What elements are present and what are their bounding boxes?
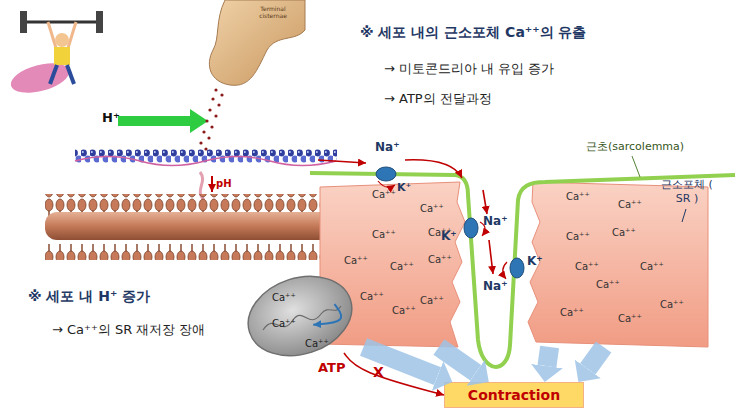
calcium-ion: Ca⁺⁺ (618, 199, 642, 211)
calcium-ion: Ca⁺⁺ (420, 295, 444, 307)
thin-filament (75, 149, 337, 173)
calcium-ion: Ca⁺⁺ (272, 292, 296, 304)
ion-label: Na⁺ (483, 279, 507, 294)
weightlifter-icon (8, 11, 103, 98)
calcium-flow-arrow (439, 347, 476, 373)
atp-supply-arrow (344, 353, 444, 395)
ion-label: K⁺ (397, 181, 411, 195)
leader-line (682, 209, 686, 222)
calcium-flow-arrow (547, 347, 550, 366)
mitochondrion-membrane (238, 263, 362, 368)
calcium-ion: Ca⁺⁺ (660, 299, 684, 311)
calcium-flow-arrow (364, 347, 438, 376)
ion-label: K⁺ (527, 254, 543, 269)
block-mark: X (373, 364, 384, 382)
terminal-cisternae-outline (205, 0, 305, 90)
ph-drop-arrow (211, 176, 213, 192)
calcium-ion: Ca⁺⁺ (428, 227, 452, 239)
leader-line (632, 156, 640, 177)
ion-label: Na⁺ (483, 214, 507, 229)
calcium-ion: Ca⁺⁺ (392, 305, 416, 317)
note-text: → 미토콘드리아 내 유입 증가 (384, 61, 554, 77)
sarcoplasmic-reticulum-outline (528, 182, 708, 347)
ion-pump (510, 258, 524, 278)
calcium-ion: Ca⁺⁺ (566, 191, 590, 203)
ion-label: K⁺ (441, 229, 457, 244)
cross-bridge (200, 172, 204, 200)
calcium-ion: Ca⁺⁺ (560, 307, 584, 319)
potassium-arrow (503, 262, 507, 279)
calcium-ion: Ca⁺⁺ (305, 338, 329, 350)
result-label: Contraction (445, 383, 583, 407)
sodium-arrow (483, 190, 487, 214)
mitochondrion-outline (245, 272, 355, 360)
structure-label: Terminal cisternae (251, 6, 295, 20)
contraction-box: Contraction (444, 382, 584, 408)
calcium-ion: Ca⁺⁺ (390, 261, 414, 273)
ion-pump (464, 218, 478, 238)
sodium-arrow (318, 160, 366, 163)
mitochondrion: Ca⁺⁺ Ca⁺⁺ Ca⁺⁺ (245, 272, 355, 360)
ion-pump (376, 167, 396, 181)
membrane-label: 근초(sarcolemma) (586, 140, 684, 154)
calcium-ion: Ca⁺⁺ (566, 231, 590, 243)
calcium-flow-arrow (588, 347, 604, 369)
sarcoplasmic-reticulum-shape (320, 182, 465, 347)
sodium-arrow (405, 160, 462, 178)
calcium-ion: Ca⁺⁺ (272, 318, 296, 330)
calcium-ion: Ca⁺⁺ (360, 291, 384, 303)
note-text: → Ca⁺⁺의 SR 재저장 장애 (52, 322, 205, 338)
calcium-ion: Ca⁺⁺ (612, 227, 636, 239)
sarcoplasmic-reticulum-shape (528, 182, 708, 347)
thick-filament (45, 194, 331, 260)
calcium-ion: Ca⁺⁺ (420, 203, 444, 215)
calcium-ion: Ca⁺⁺ (640, 261, 664, 273)
calcium-ion: Ca⁺⁺ (344, 255, 368, 267)
note-heading: ※ 세포 내 H⁺ 증가 (28, 288, 150, 306)
calcium-ion: Ca⁺⁺ (618, 313, 642, 325)
edge-label: ATP (318, 360, 345, 375)
organelle-label: 근소포체 ( SR ) (660, 178, 714, 206)
ion-label: Na⁺ (375, 140, 399, 155)
cristae (263, 306, 341, 330)
terminal-cisternae-shape (209, 0, 305, 85)
note-heading: ※ 세포 내의 근소포체 Ca⁺⁺의 유출 (360, 24, 586, 42)
sodium-arrow (489, 240, 493, 274)
potassium-arrow (480, 222, 485, 236)
ion-label: H⁺ (102, 110, 120, 126)
potassium-arrow (378, 181, 395, 187)
terminal-cisternae: Terminal cisternae (205, 0, 305, 90)
calcium-ion: Ca⁺⁺ (575, 261, 599, 273)
sarcolemma-line (310, 173, 735, 367)
ph-label: pH (216, 178, 232, 191)
h-ion-arrow (118, 109, 208, 133)
calcium-ion: Ca⁺⁺ (372, 189, 396, 201)
note-text: → ATP의 전달과정 (384, 91, 492, 107)
sarcoplasmic-reticulum: Ca⁺⁺ Ca⁺⁺ Ca⁺⁺ Ca⁺⁺ Ca⁺⁺ Ca⁺⁺ Ca⁺⁺ Ca⁺⁺ Ca⁺⁺ Ca⁺⁺ (528, 182, 708, 347)
sarcoplasmic-reticulum: Ca⁺⁺ Ca⁺⁺ Ca⁺⁺ Ca⁺⁺ Ca⁺⁺ Ca⁺⁺ Ca⁺⁺ Ca⁺⁺ Ca⁺⁺ Ca⁺⁺ (320, 182, 465, 347)
calcium-ion: Ca⁺⁺ (596, 279, 620, 291)
calcium-uptake-arrow (313, 304, 341, 325)
calcium-release-dots (199, 88, 223, 150)
calcium-ion: Ca⁺⁺ (428, 254, 452, 266)
sarcoplasmic-reticulum-outline (320, 182, 465, 347)
calcium-ion: Ca⁺⁺ (372, 229, 396, 241)
